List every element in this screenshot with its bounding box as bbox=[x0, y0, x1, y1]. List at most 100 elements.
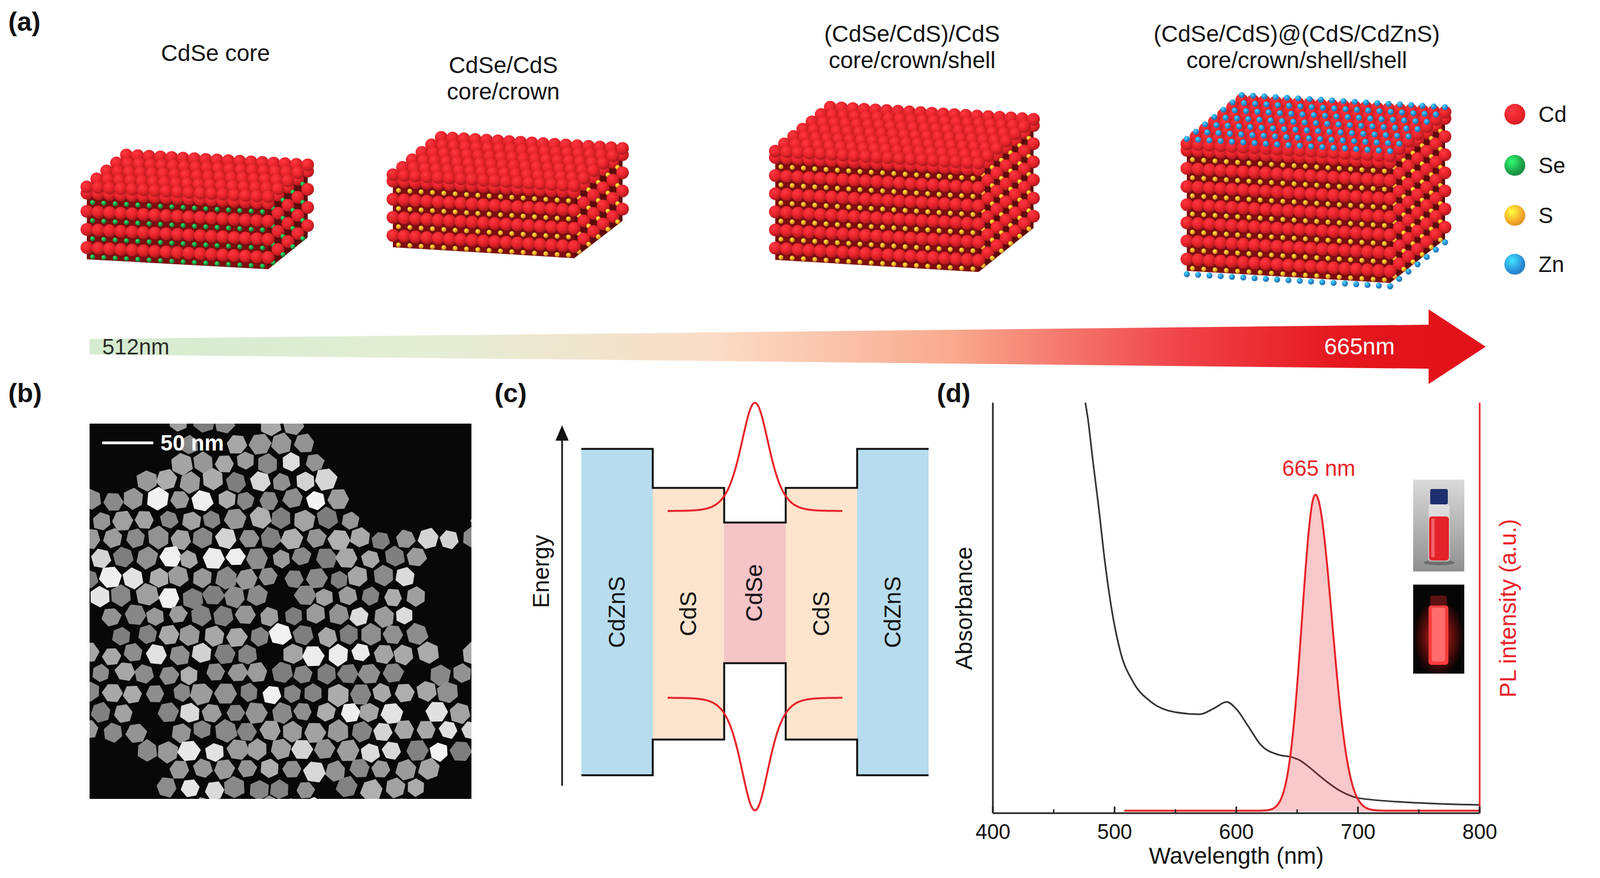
atom bbox=[1280, 180, 1286, 186]
particle bbox=[374, 565, 393, 586]
atom bbox=[1190, 175, 1196, 181]
particle bbox=[316, 589, 332, 606]
atom bbox=[431, 213, 445, 227]
atom bbox=[1338, 189, 1352, 203]
particle bbox=[350, 607, 368, 626]
atom bbox=[1350, 244, 1363, 258]
atom bbox=[1202, 121, 1209, 128]
atom bbox=[1276, 109, 1283, 116]
atom bbox=[1363, 99, 1370, 106]
atom bbox=[1336, 165, 1342, 171]
atom bbox=[1381, 277, 1387, 283]
panel-label: (c) bbox=[494, 378, 527, 409]
atom bbox=[936, 264, 942, 270]
particle bbox=[396, 568, 414, 586]
atom bbox=[301, 201, 315, 214]
panel-label: (d) bbox=[936, 378, 971, 409]
atom bbox=[1282, 240, 1296, 254]
atom bbox=[904, 231, 918, 245]
atom bbox=[534, 237, 547, 251]
atom bbox=[915, 250, 929, 264]
atom bbox=[1302, 218, 1308, 224]
atom bbox=[1282, 222, 1296, 236]
atom bbox=[1190, 229, 1196, 235]
atom bbox=[802, 225, 816, 239]
atom bbox=[1212, 213, 1218, 219]
atom bbox=[1390, 117, 1397, 124]
atom bbox=[191, 205, 197, 211]
atom bbox=[802, 243, 816, 257]
axis-title: Energy bbox=[528, 535, 555, 609]
atom bbox=[216, 212, 230, 226]
particle bbox=[158, 703, 179, 722]
particle bbox=[450, 703, 470, 724]
atom bbox=[90, 218, 96, 224]
legend-swatch bbox=[1504, 103, 1526, 125]
atom bbox=[431, 231, 445, 245]
atom bbox=[846, 186, 852, 192]
atom bbox=[465, 234, 479, 247]
atom bbox=[510, 218, 524, 232]
atom bbox=[1359, 221, 1365, 227]
atom bbox=[1235, 214, 1241, 220]
atom bbox=[250, 214, 264, 227]
particle bbox=[284, 721, 302, 742]
nanoplatelet bbox=[1180, 92, 1452, 290]
atom bbox=[1359, 185, 1365, 191]
atom bbox=[1201, 248, 1207, 254]
atom bbox=[1191, 180, 1205, 194]
atom bbox=[248, 263, 254, 269]
atom bbox=[1304, 187, 1318, 200]
atom bbox=[926, 178, 940, 192]
atom bbox=[1314, 182, 1320, 188]
atom bbox=[814, 171, 827, 185]
particle bbox=[306, 569, 327, 588]
atom bbox=[791, 224, 805, 238]
particle bbox=[305, 684, 321, 702]
particle bbox=[463, 642, 472, 665]
atom bbox=[262, 190, 275, 204]
atom bbox=[1246, 251, 1252, 257]
atom bbox=[847, 149, 861, 163]
atom bbox=[545, 202, 558, 216]
atom bbox=[1306, 96, 1313, 103]
atom bbox=[534, 177, 547, 191]
atom bbox=[1254, 108, 1261, 115]
atom bbox=[960, 253, 974, 266]
atom bbox=[1302, 181, 1308, 187]
atom bbox=[857, 205, 863, 211]
particle bbox=[394, 645, 413, 665]
atom bbox=[1374, 100, 1381, 107]
atom bbox=[1259, 221, 1272, 235]
particle bbox=[114, 705, 132, 722]
particle bbox=[137, 547, 158, 569]
atom bbox=[1236, 123, 1243, 130]
particle bbox=[284, 423, 304, 435]
particle bbox=[330, 604, 349, 625]
atom bbox=[420, 170, 433, 183]
conduction-band-edge bbox=[581, 448, 929, 523]
atom bbox=[1223, 250, 1229, 255]
atom bbox=[949, 155, 963, 169]
atom bbox=[913, 226, 919, 232]
particle bbox=[407, 587, 425, 607]
atom bbox=[475, 192, 481, 198]
atom bbox=[214, 260, 220, 266]
axis-title: Absorbance bbox=[951, 546, 978, 670]
particle bbox=[237, 452, 254, 470]
atom bbox=[893, 152, 907, 165]
particle bbox=[160, 667, 179, 685]
vial-glowing-liquid bbox=[1428, 605, 1449, 665]
legend-swatch bbox=[1504, 154, 1526, 176]
atom bbox=[1370, 222, 1376, 228]
particle bbox=[260, 492, 278, 510]
atom bbox=[488, 235, 502, 248]
particle bbox=[315, 469, 337, 490]
atom bbox=[193, 210, 207, 224]
atom bbox=[158, 221, 164, 227]
minor-tick-mark bbox=[1174, 809, 1177, 814]
legend-swatch bbox=[1504, 253, 1526, 275]
particle bbox=[407, 623, 428, 644]
atom bbox=[616, 184, 630, 198]
atom bbox=[972, 235, 986, 249]
